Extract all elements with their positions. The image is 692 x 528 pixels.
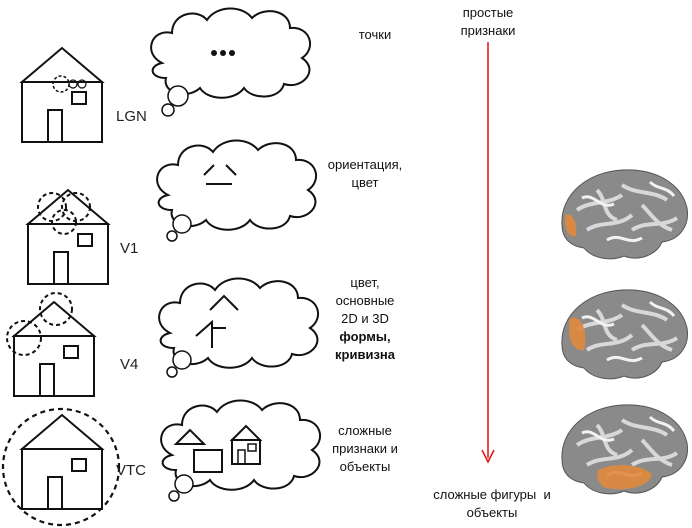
feature-desc-vtc: сложные признаки и объекты [310, 422, 420, 476]
feature-desc-lgn: точки [320, 26, 430, 44]
feature-desc-v4: цвет, основные 2D и 3D формы, кривизна [310, 274, 420, 364]
thought-cloud-lgn [150, 7, 312, 117]
desc-line: сложные [338, 423, 392, 438]
hierarchy-bottom-line: сложные фигуры и [433, 487, 551, 502]
feature-desc-v1: ориентация, цвет [310, 156, 420, 192]
thought-cloud-v1 [156, 139, 318, 242]
hierarchy-top-line: признаки [460, 23, 516, 38]
hierarchy-bottom-line: объекты [466, 505, 518, 520]
area-label-v4: V4 [120, 356, 139, 373]
desc-line: кривизна [335, 347, 395, 362]
area-label-v1: V1 [120, 240, 139, 257]
house-lgn [21, 47, 103, 143]
desc-line: объекты [339, 459, 391, 474]
hierarchy-bottom-label: сложные фигуры и объекты [412, 486, 572, 522]
desc-line: точки [358, 27, 392, 42]
desc-line: 2D и 3D [341, 311, 389, 326]
brain-v1 [559, 167, 690, 261]
desc-line: признаки и [332, 441, 398, 456]
hierarchy-arrow [481, 42, 495, 464]
hierarchy-top-label: простые признаки [438, 4, 538, 40]
desc-line: цвет [351, 175, 379, 190]
house-vtc [1, 407, 121, 527]
house-v1 [27, 189, 109, 285]
area-label-lgn: LGN [116, 108, 147, 125]
desc-line: цвет, [350, 275, 380, 290]
house-v4 [6, 292, 95, 397]
desc-line: основные [335, 293, 395, 308]
thought-cloud-vtc [160, 399, 322, 502]
thought-cloud-v4 [158, 277, 320, 378]
area-label-vtc: VTC [116, 462, 146, 479]
desc-line: формы, [339, 329, 391, 344]
brain-vtc [559, 402, 690, 496]
brain-v4 [559, 287, 690, 381]
hierarchy-top-line: простые [462, 5, 514, 20]
desc-line: ориентация, [327, 157, 403, 172]
